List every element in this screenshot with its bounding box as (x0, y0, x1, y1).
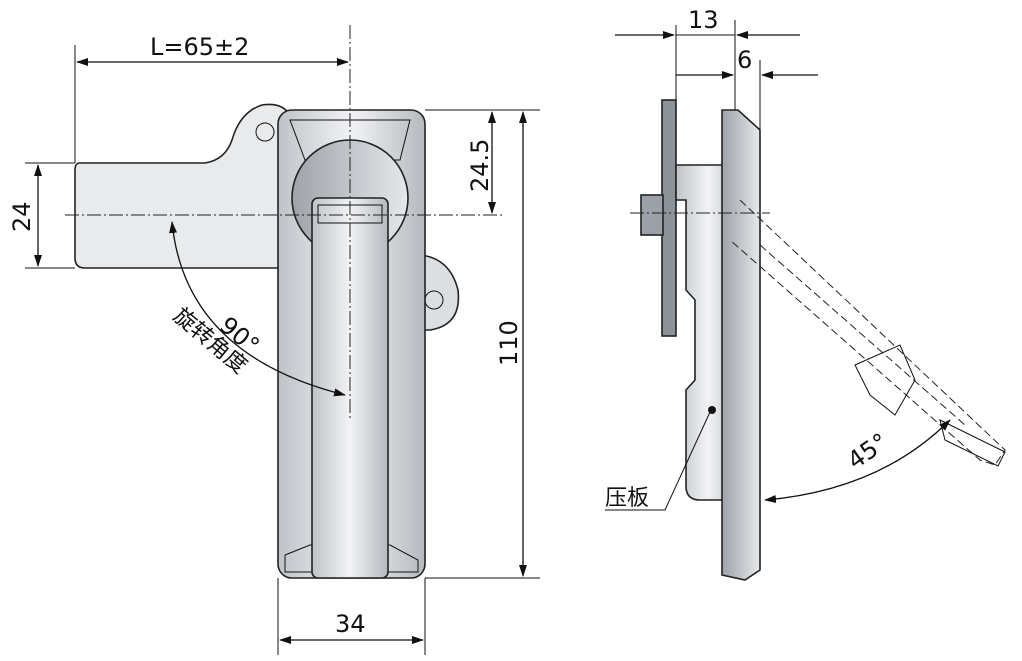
width-24-dimension: 24 (8, 201, 36, 232)
angle-45-dimension: 45° (842, 428, 893, 475)
mount-hole-icon (255, 122, 275, 142)
pressure-plate-label: 压板 (605, 486, 649, 511)
base-plate (721, 109, 761, 581)
mounting-plate (661, 99, 677, 337)
offset-24-5-dimension: 24.5 (466, 139, 494, 192)
side-view: 13 6 45° 压板 (605, 6, 1006, 581)
height-110-dimension: 110 (495, 320, 523, 366)
depth-13-dimension: 13 (688, 6, 719, 34)
depth-6-dimension: 6 (737, 46, 752, 74)
length-dimension: L=65±2 (150, 33, 249, 61)
width-34-dimension: 34 (335, 610, 366, 638)
ghost-handle-part (854, 344, 916, 416)
front-view: L=65±2 24 24.5 110 34 90° 旋转角度 (8, 25, 540, 655)
rotated-handle (74, 103, 291, 269)
